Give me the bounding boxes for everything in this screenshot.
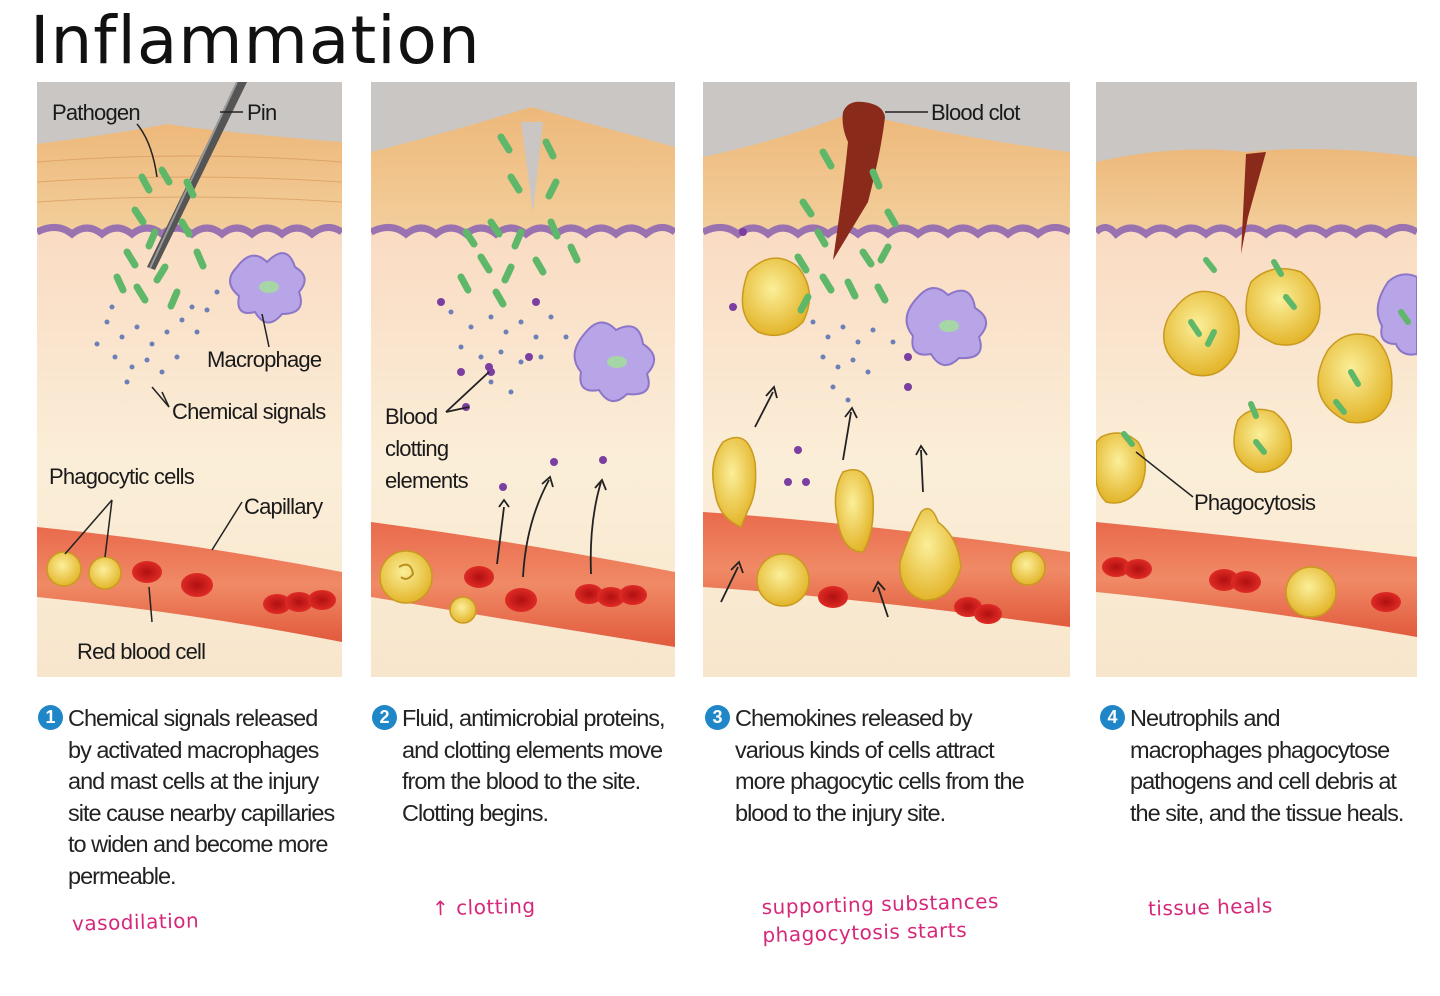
red-blood-cells xyxy=(818,586,1002,624)
signal-dots xyxy=(810,319,896,403)
red-blood-cells xyxy=(132,561,336,614)
blood-clot xyxy=(833,101,885,260)
note-clotting-text: clotting xyxy=(455,893,536,920)
up-arrow-icon: ↑ xyxy=(431,895,450,921)
note-step-3: supporting substances phagocytosis start… xyxy=(761,887,1000,949)
skin-layer xyxy=(1096,148,1417,234)
chemical-signals xyxy=(94,289,220,385)
basement-membrane xyxy=(1096,224,1417,239)
step-number-1: 1 xyxy=(38,705,63,730)
label-blood-clotting-1: Blood xyxy=(385,404,437,429)
step-number-3: 3 xyxy=(705,705,730,730)
healing-clot xyxy=(1241,152,1266,254)
phagocytic-cells-in-vessel xyxy=(379,550,477,624)
clotting-elements xyxy=(729,228,912,486)
page-title: Inflammation xyxy=(30,2,481,79)
panel-3-diagram: Blood clot xyxy=(703,82,1070,677)
caption-text-3: Chemokines released by various kinds of … xyxy=(735,705,1025,826)
label-blood-clotting-2: clotting xyxy=(385,436,448,461)
step-number-4: 4 xyxy=(1100,705,1125,730)
clotting-elements xyxy=(437,298,607,491)
label-blood-clotting-3: elements xyxy=(385,468,469,493)
pathogen-bacteria xyxy=(794,148,899,314)
skin-layer xyxy=(37,124,342,234)
label-chemical-signals: Chemical signals xyxy=(172,399,326,424)
macrophage xyxy=(1376,273,1417,356)
label-phagocytic-cells: Phagocytic cells xyxy=(49,464,195,489)
label-pathogen: Pathogen xyxy=(52,100,140,125)
red-blood-cells xyxy=(1102,557,1401,612)
label-macrophage: Macrophage xyxy=(207,347,322,372)
pathogen-bacteria xyxy=(113,166,207,310)
panel-4-diagram: Phagocytosis xyxy=(1096,82,1417,677)
label-phagocytosis: Phagocytosis xyxy=(1194,490,1316,515)
panel-2-diagram: Blood clotting elements xyxy=(371,82,675,677)
skin-layer xyxy=(371,107,675,234)
note-clotting: ↑ clotting xyxy=(432,892,536,923)
note-tissue-heals: tissue heals xyxy=(1147,893,1274,921)
basement-membrane xyxy=(703,224,1070,239)
caption-text-4: Neutrophils and macrophages phagocytose … xyxy=(1130,705,1404,826)
pathogen-bacteria xyxy=(457,133,581,308)
skin-layer xyxy=(703,112,1070,234)
panel-1-diagram: Pathogen Pin Macrophage Chemical signals… xyxy=(37,82,342,677)
note-step-3-line-2: phagocytosis starts xyxy=(762,917,968,948)
note-vasodilation: vasodilation xyxy=(71,908,200,936)
label-blood-clot: Blood clot xyxy=(931,100,1020,125)
label-pin: Pin xyxy=(247,100,276,125)
step-number-2: 2 xyxy=(372,705,397,730)
label-red-blood-cell: Red blood cell xyxy=(77,639,205,664)
engulfed-bacteria xyxy=(1121,257,1411,455)
capillary xyxy=(703,512,1070,627)
caption-text-2: Fluid, antimicrobial proteins, and clott… xyxy=(402,705,666,826)
phagocytic-cells-in-vessel xyxy=(46,551,122,590)
red-blood-cells xyxy=(464,566,647,612)
signal-dots xyxy=(448,309,569,395)
capillary xyxy=(371,522,675,647)
label-capillary: Capillary xyxy=(244,494,323,519)
phagocytic-cells xyxy=(712,257,1046,607)
basement-membrane xyxy=(371,224,675,239)
caption-text-1: Chemical signals released by activated m… xyxy=(68,705,335,889)
